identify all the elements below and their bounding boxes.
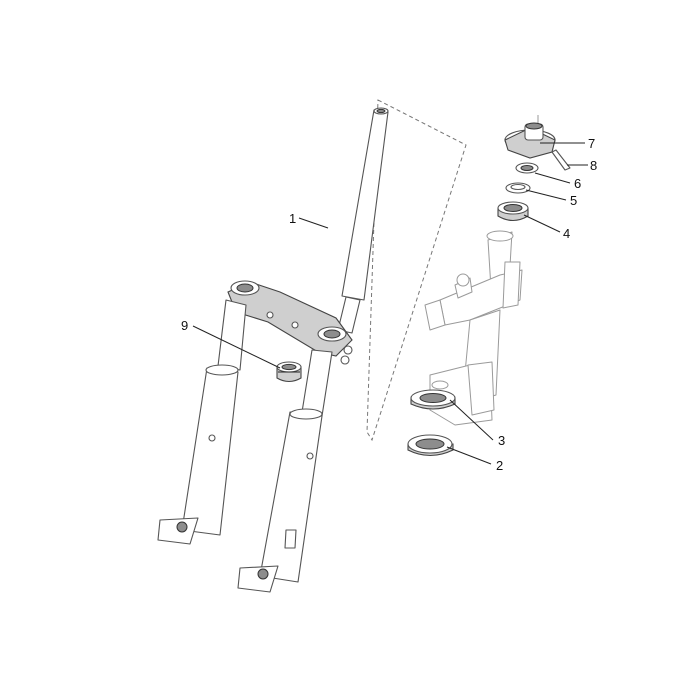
part-7-upper-cover — [504, 115, 556, 159]
callout-7: 7 — [588, 136, 595, 151]
part-8-clip — [551, 149, 571, 171]
part-6-lock-washer — [515, 162, 539, 174]
callout-1: 1 — [289, 211, 296, 226]
leader-lines — [192, 142, 588, 465]
callout-4: 4 — [563, 226, 570, 241]
callout-6: 6 — [574, 176, 581, 191]
assembly-dashed-outline — [366, 99, 467, 442]
steering-head-frame — [424, 230, 523, 426]
part-1-steering-stem — [337, 107, 389, 334]
callout-5: 5 — [570, 193, 577, 208]
callout-3: 3 — [498, 433, 505, 448]
part-4-upper-bearing — [497, 201, 529, 222]
fork-triple-clamp — [227, 280, 353, 365]
part-5-adjusting-ring — [505, 182, 531, 194]
callout-9: 9 — [181, 318, 188, 333]
callout-2: 2 — [496, 458, 503, 473]
part-9-spring — [276, 361, 302, 383]
callout-8: 8 — [590, 158, 597, 173]
left-fork-leg — [157, 299, 247, 545]
right-fork-leg — [237, 349, 333, 593]
part-3-lower-bearing — [410, 389, 456, 410]
part-2-lower-race — [407, 434, 454, 457]
